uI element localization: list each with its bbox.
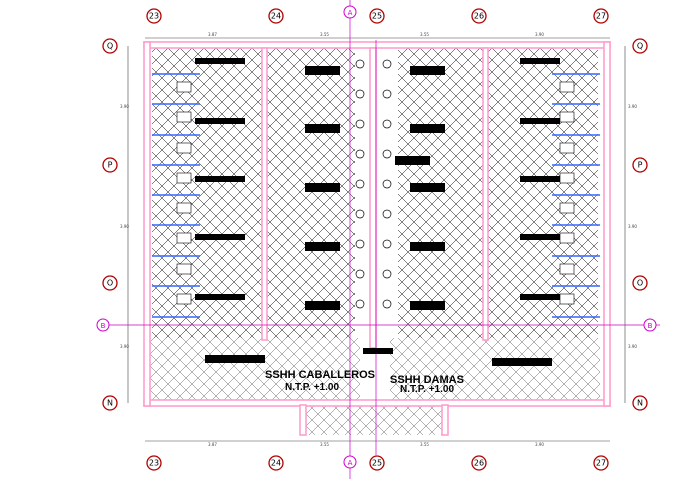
section-marks: A A B B <box>96 5 657 469</box>
dim-left-2: 3.90 <box>120 224 129 229</box>
grid-axis-bottom-25-label: 25 <box>372 459 382 468</box>
section-mark-top <box>343 5 357 19</box>
grid-axis-right-O-label: O <box>637 279 643 288</box>
grid-axis-left-Q-label: Q <box>107 42 113 51</box>
grid-axis-bottom-25: 25 <box>369 455 385 471</box>
grid-axis-left-Q: Q <box>102 38 118 54</box>
grid-axis-left-N-label: N <box>107 399 113 408</box>
grid-axis-top-27: 27 <box>593 8 609 24</box>
grid-axis-top-23: 23 <box>146 8 162 24</box>
dim-top-2: 3.55 <box>320 32 329 37</box>
women-stalls-area <box>488 48 598 338</box>
grid-axis-top-23-label: 23 <box>149 12 159 21</box>
section-mark-bottom <box>343 455 357 469</box>
grid-axis-right-P-label: P <box>638 161 643 170</box>
grid-axis-bottom-24: 24 <box>268 455 284 471</box>
walls <box>143 41 611 436</box>
dimension-lines <box>127 37 626 442</box>
grid-axis-left-O: O <box>102 275 118 291</box>
dim-right-3: 3.90 <box>628 344 637 349</box>
entrance-hatch <box>305 405 445 435</box>
grid-axis-bottom-23: 23 <box>146 455 162 471</box>
women-room-name: SSHH DAMAS <box>390 374 464 386</box>
dim-left-3: 3.90 <box>120 344 129 349</box>
dim-right-1: 3.90 <box>628 104 637 109</box>
dim-bottom-3: 3.55 <box>420 442 429 447</box>
section-mark-left-label: B <box>101 322 106 330</box>
dim-right-2: 3.90 <box>628 224 637 229</box>
grid-axis-top-25: 25 <box>369 8 385 24</box>
grid-axis-top-25-label: 25 <box>372 12 382 21</box>
dim-top-1: 3.87 <box>208 32 217 37</box>
floor-drains <box>355 59 392 309</box>
dim-top-3: 3.55 <box>420 32 429 37</box>
women-sinks-area <box>398 48 483 338</box>
section-mark-bottom-label: A <box>348 459 353 467</box>
dim-bottom-1: 3.87 <box>208 442 217 447</box>
axis-lines <box>98 0 660 479</box>
grid-axis-right-N-label: N <box>637 399 643 408</box>
men-room-level: N.T.P. +1.00 <box>285 382 339 393</box>
grid-axis-left-O-label: O <box>107 279 113 288</box>
grid-axis-top-26-label: 26 <box>474 12 484 21</box>
grid-axis-left-P: P <box>102 157 118 173</box>
dim-top-4: 3.90 <box>535 32 544 37</box>
grid-axis-top-27-label: 27 <box>596 12 606 21</box>
grid-axis-top-24-label: 24 <box>271 12 281 21</box>
section-mark-right-label: B <box>648 322 653 330</box>
men-stalls-area <box>152 48 262 338</box>
grid-axis-left-N: N <box>102 395 118 411</box>
room-labels: SSHH CABALLEROS N.T.P. +1.00 SSHH DAMAS … <box>265 369 464 395</box>
dim-bottom-2: 3.55 <box>320 442 329 447</box>
grid-axis-right-Q-label: Q <box>637 42 643 51</box>
grid-axis-bottom-23-label: 23 <box>149 459 159 468</box>
grid-axis-top-26: 26 <box>471 8 487 24</box>
dimension-texts: 3.87 3.55 3.55 3.90 3.87 3.55 3.55 3.90 … <box>120 32 637 447</box>
women-room-level: N.T.P. +1.00 <box>400 384 454 395</box>
section-mark-right <box>643 318 657 332</box>
men-entry-area <box>150 338 360 400</box>
floor-hatch-areas <box>150 48 600 435</box>
men-sinks-area <box>265 48 355 338</box>
grid-axis-bottom-26-label: 26 <box>474 459 484 468</box>
grid-axis-bottom-24-label: 24 <box>271 459 281 468</box>
grid-axis-bottom-27: 27 <box>593 455 609 471</box>
men-room-name: SSHH CABALLEROS <box>265 369 375 381</box>
grid-axis-right-N: N <box>632 395 648 411</box>
grid-axis-right-P: P <box>632 157 648 173</box>
grid-axis-top-24: 24 <box>268 8 284 24</box>
grid-axis-right-Q: Q <box>632 38 648 54</box>
grid-axis-bottom-26: 26 <box>471 455 487 471</box>
dim-bottom-4: 3.90 <box>535 442 544 447</box>
grid-axis-bottom-27-label: 27 <box>596 459 606 468</box>
section-mark-top-label: A <box>348 9 353 17</box>
grid-axis-right-O: O <box>632 275 648 291</box>
annotation-tags <box>195 58 560 366</box>
grid-axis-left-P-label: P <box>108 161 113 170</box>
section-mark-left <box>96 318 110 332</box>
women-entry-area <box>390 338 600 400</box>
stall-partitions <box>152 73 600 318</box>
dim-left-1: 3.90 <box>120 104 129 109</box>
